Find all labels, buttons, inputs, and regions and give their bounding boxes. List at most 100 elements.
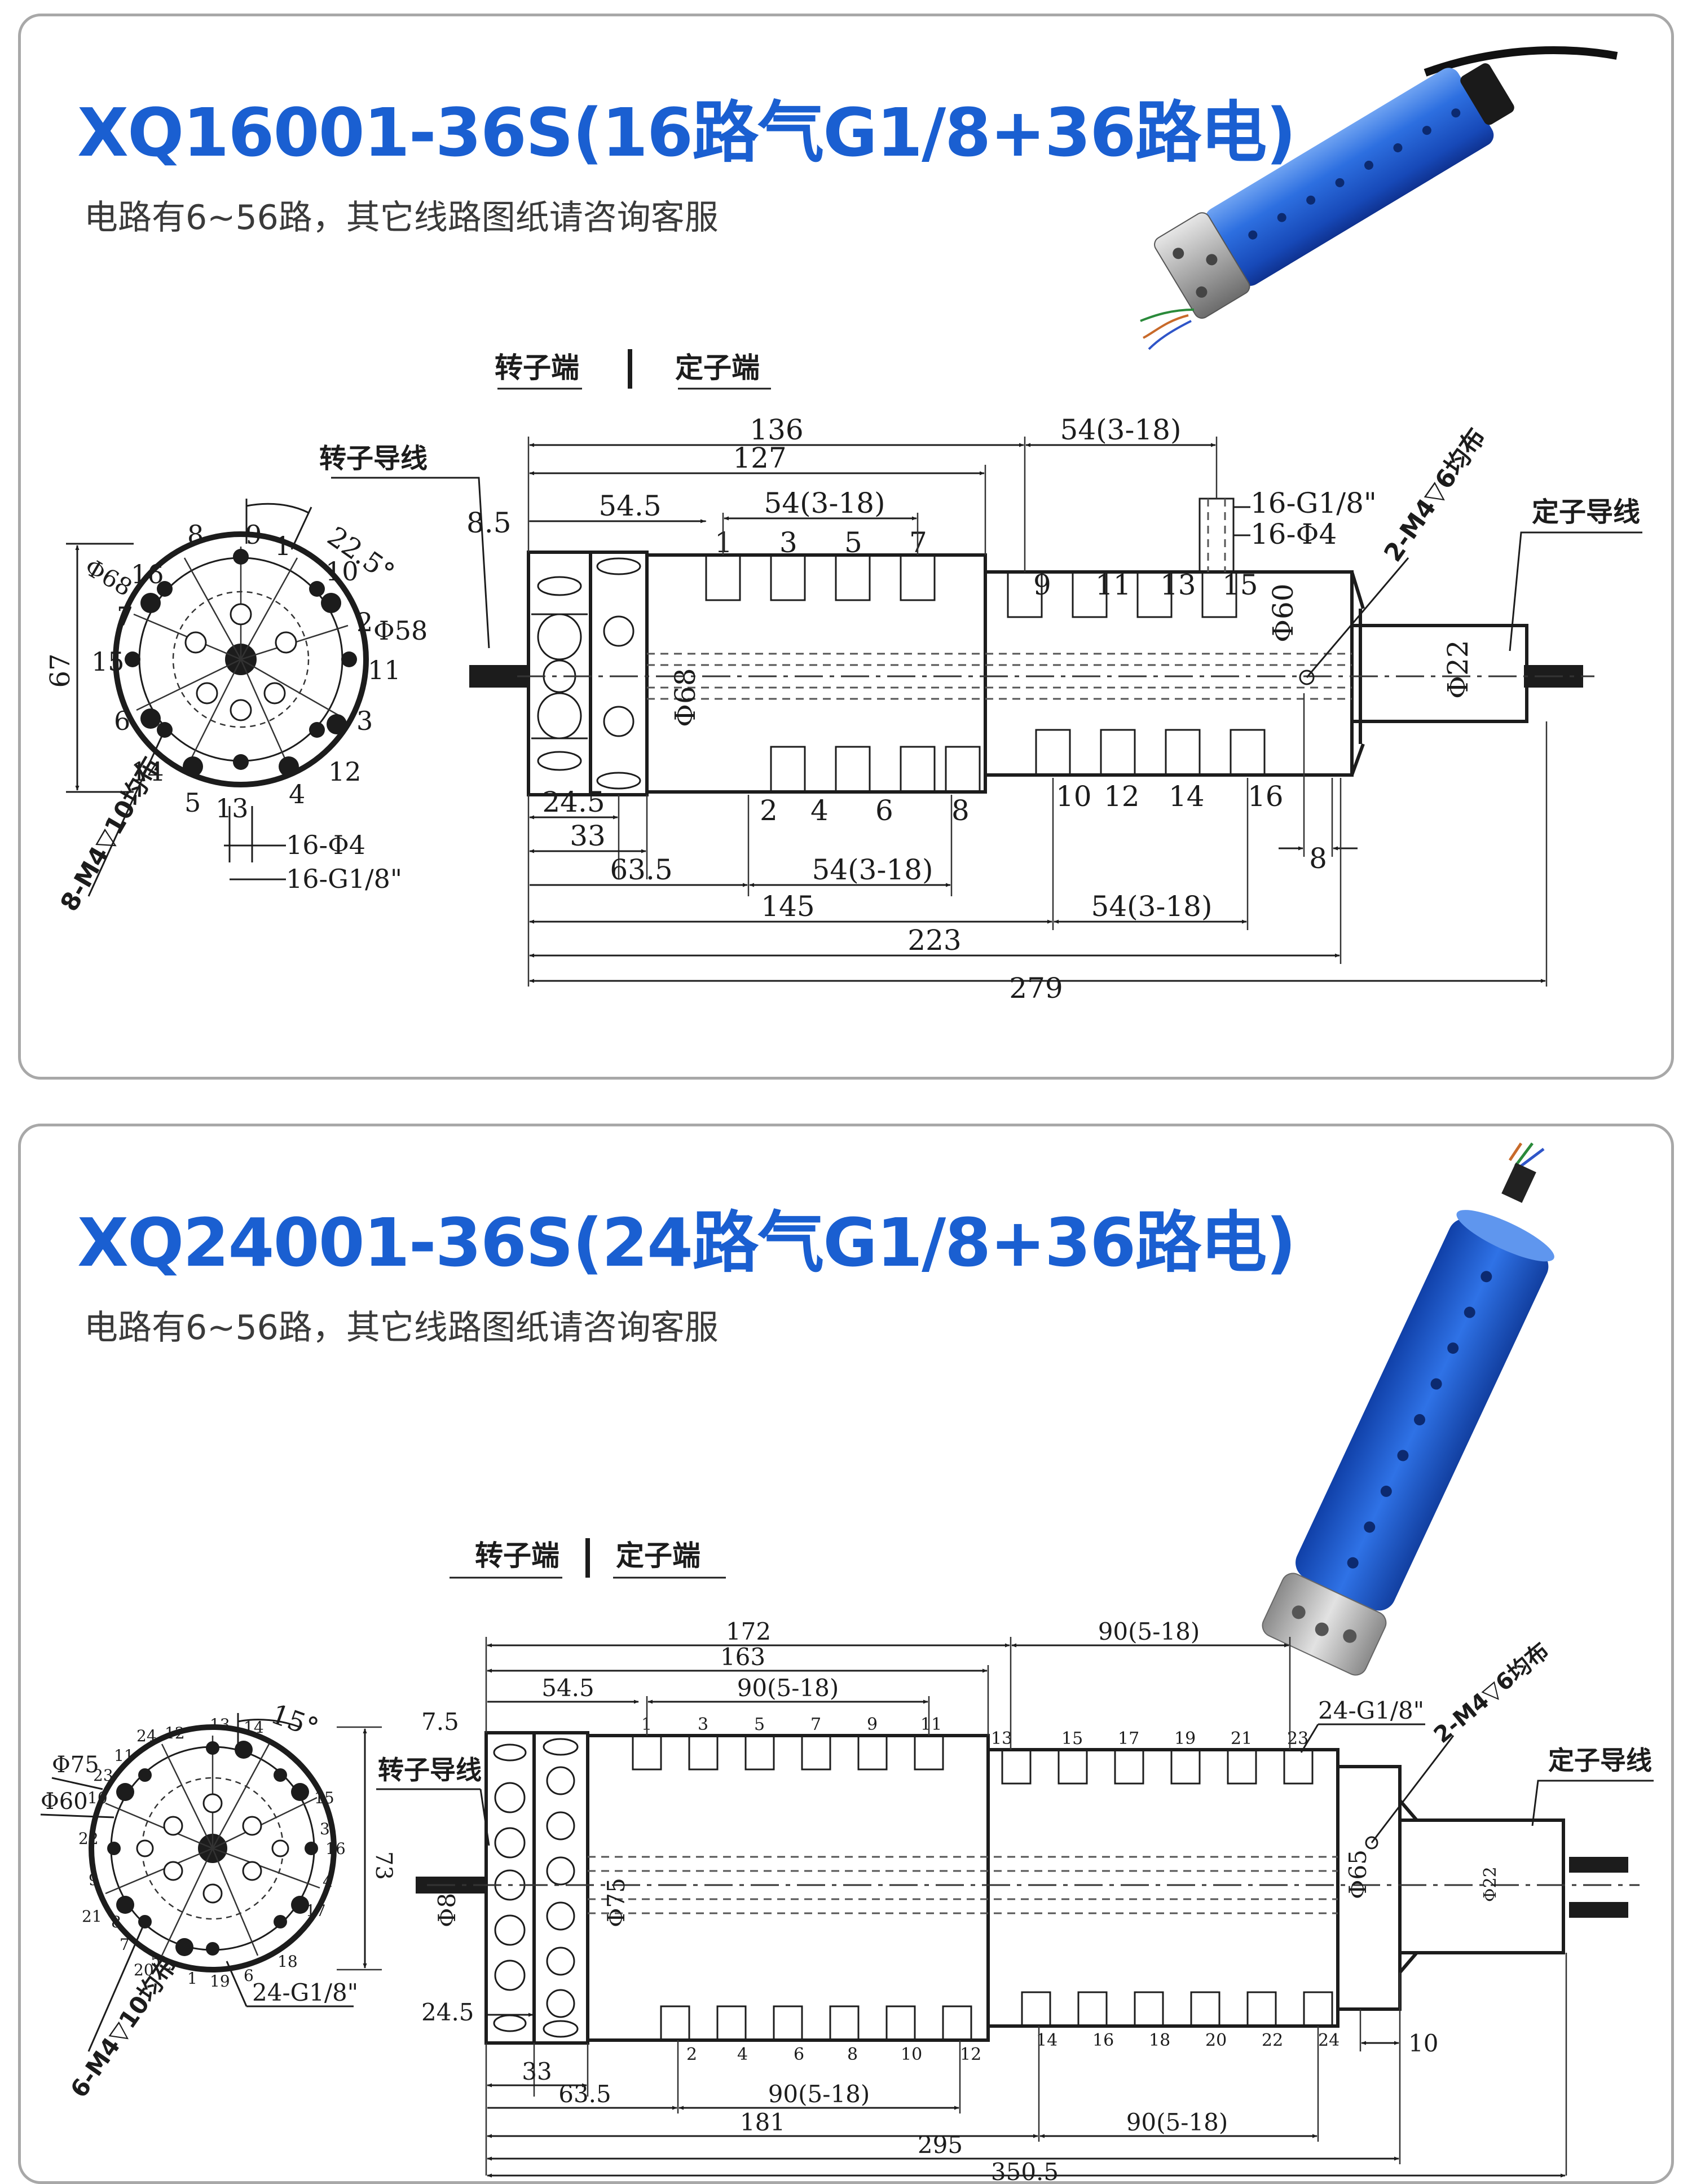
product-photo xyxy=(1140,46,1618,350)
svg-text:21: 21 xyxy=(1231,1729,1252,1749)
rotor-wire-label: 转子导线 xyxy=(378,1755,482,1785)
svg-text:8: 8 xyxy=(847,2045,858,2064)
svg-text:8.5: 8.5 xyxy=(466,507,512,539)
svg-text:9: 9 xyxy=(1033,569,1051,601)
svg-text:8: 8 xyxy=(951,794,970,827)
svg-text:9: 9 xyxy=(245,519,262,550)
svg-text:9: 9 xyxy=(89,1870,99,1889)
svg-text:4: 4 xyxy=(810,794,829,827)
svg-text:350.5: 350.5 xyxy=(991,2158,1059,2181)
svg-text:4: 4 xyxy=(323,1872,333,1891)
svg-text:4: 4 xyxy=(289,779,305,809)
svg-text:6: 6 xyxy=(875,794,893,827)
svg-text:2: 2 xyxy=(162,1955,172,1974)
svg-text:6: 6 xyxy=(244,1966,254,1985)
svg-text:33: 33 xyxy=(522,2058,552,2085)
svg-text:67: 67 xyxy=(45,653,76,688)
svg-text:54.5: 54.5 xyxy=(541,1674,594,1702)
svg-text:4: 4 xyxy=(737,2045,748,2064)
product-card-xq16001: XQ16001-36S(16路气G1/8+36路电) 电路有6~56路，其它线路… xyxy=(18,14,1674,1080)
svg-text:63.5: 63.5 xyxy=(610,853,672,886)
end-face-view: 1 2 3 4 5 6 7 8 9 10 11 12 13 14 15 16 2… xyxy=(45,499,428,917)
svg-text:90(5-18): 90(5-18) xyxy=(1126,2108,1228,2136)
svg-text:90(5-18): 90(5-18) xyxy=(768,2080,870,2108)
svg-text:19: 19 xyxy=(1174,1729,1196,1749)
svg-text:90(5-18): 90(5-18) xyxy=(1098,1618,1200,1645)
side-view xyxy=(416,1731,1640,2045)
end-labels: 转子端 定子端 转子导线 定子导线 xyxy=(319,349,1642,651)
svg-text:172: 172 xyxy=(726,1618,771,1645)
svg-text:8: 8 xyxy=(111,1913,121,1931)
rotor-end-label: 转子端 xyxy=(495,351,579,384)
product-subtitle: 电路有6~56路，其它线路图纸请咨询客服 xyxy=(84,1308,719,1348)
svg-text:24.5: 24.5 xyxy=(421,1998,474,2026)
svg-text:5: 5 xyxy=(844,526,862,559)
svg-text:14: 14 xyxy=(1169,780,1205,813)
svg-text:10: 10 xyxy=(1408,2029,1438,2057)
svg-text:14: 14 xyxy=(244,1718,264,1737)
svg-text:12: 12 xyxy=(165,1724,185,1742)
svg-text:3: 3 xyxy=(698,1715,708,1734)
svg-text:1: 1 xyxy=(187,1969,197,1988)
svg-text:10: 10 xyxy=(87,1789,108,1807)
svg-text:22: 22 xyxy=(78,1829,99,1848)
svg-text:54(3-18): 54(3-18) xyxy=(812,853,933,886)
svg-text:73: 73 xyxy=(371,1851,396,1880)
svg-text:14: 14 xyxy=(1036,2031,1058,2050)
svg-text:Φ65: Φ65 xyxy=(1344,1850,1372,1899)
port-numbers: 1 3 5 7 9 11 13 15 2 4 6 8 10 12 14 16 xyxy=(715,526,1284,827)
svg-text:24-G1/8": 24-G1/8" xyxy=(252,1979,358,2006)
svg-text:12: 12 xyxy=(1104,780,1140,813)
product-photo xyxy=(1262,1142,1554,1676)
svg-text:24-G1/8": 24-G1/8" xyxy=(1318,1697,1424,1724)
svg-text:54(3-18): 54(3-18) xyxy=(1091,890,1213,923)
svg-text:181: 181 xyxy=(740,2108,785,2136)
svg-text:24: 24 xyxy=(136,1727,157,1745)
svg-text:Φ75: Φ75 xyxy=(602,1878,630,1927)
svg-text:3: 3 xyxy=(356,706,373,736)
svg-text:2: 2 xyxy=(356,607,373,637)
svg-text:54.5: 54.5 xyxy=(598,490,661,522)
port-numbers: 1 3 5 7 9 11 13 15 17 19 21 23 2 4 6 8 1… xyxy=(641,1715,1339,2064)
svg-text:5: 5 xyxy=(754,1715,765,1734)
svg-text:6-M4▽10均布: 6-M4▽10均布 xyxy=(65,1952,182,2103)
dimensions: 136 127 54(3-18) 8.5 54.5 54(3-18) 16-G1… xyxy=(466,413,1548,1005)
svg-text:3: 3 xyxy=(779,526,797,559)
svg-text:15: 15 xyxy=(91,646,125,677)
svg-text:7.5: 7.5 xyxy=(421,1708,459,1736)
end-labels: 转子端 定子端 转子导线 定子导线 xyxy=(376,1538,1654,1846)
side-view xyxy=(469,497,1594,796)
svg-text:16-Φ4: 16-Φ4 xyxy=(1250,518,1337,551)
stator-wire-label: 定子导线 xyxy=(1532,496,1640,528)
stator-end-label: 定子端 xyxy=(675,351,760,384)
svg-text:24: 24 xyxy=(1318,2031,1339,2050)
rotor-end-label: 转子端 xyxy=(475,1539,559,1572)
svg-text:6: 6 xyxy=(114,706,130,736)
svg-text:11: 11 xyxy=(1095,569,1131,601)
svg-text:1: 1 xyxy=(275,531,291,561)
svg-text:33: 33 xyxy=(570,820,606,852)
svg-text:13: 13 xyxy=(215,793,249,824)
svg-text:16-G1/8": 16-G1/8" xyxy=(286,864,402,894)
svg-text:18: 18 xyxy=(1149,2031,1170,2050)
svg-text:127: 127 xyxy=(733,442,786,474)
technical-drawing-xq24001: 转子端 定子端 转子导线 定子导线 xyxy=(40,1142,1654,2181)
svg-text:16: 16 xyxy=(131,559,164,589)
svg-text:16: 16 xyxy=(1092,2031,1114,2050)
product-subtitle: 电路有6~56路，其它线路图纸请咨询客服 xyxy=(84,198,719,237)
svg-text:8: 8 xyxy=(1309,842,1327,875)
svg-text:10: 10 xyxy=(901,2045,922,2064)
svg-text:Φ58: Φ58 xyxy=(373,615,428,646)
svg-text:Φ60: Φ60 xyxy=(41,1789,88,1815)
svg-text:Φ75: Φ75 xyxy=(52,1752,99,1778)
svg-text:11: 11 xyxy=(114,1746,134,1765)
svg-text:5: 5 xyxy=(151,1951,161,1970)
svg-text:145: 145 xyxy=(761,890,814,923)
svg-text:279: 279 xyxy=(1009,972,1063,1005)
svg-text:163: 163 xyxy=(720,1643,765,1671)
svg-text:Φ68: Φ68 xyxy=(80,553,137,601)
svg-text:2: 2 xyxy=(760,794,778,827)
svg-text:8-M4▽10均布: 8-M4▽10均布 xyxy=(55,752,166,917)
svg-text:Φ8: Φ8 xyxy=(433,1893,461,1927)
stator-wire-label: 定子导线 xyxy=(1548,1745,1652,1776)
